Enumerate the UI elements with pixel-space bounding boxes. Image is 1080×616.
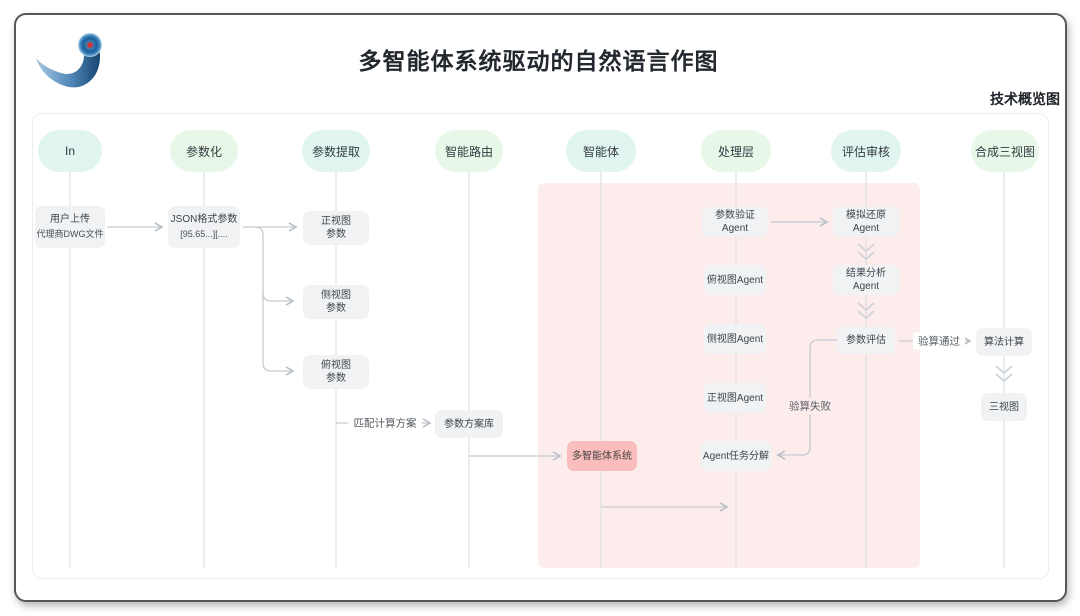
node-top-view-agent: 俯视图Agent xyxy=(704,265,766,295)
node-label: 参数 xyxy=(326,373,346,384)
node-sublabel: [95.65...][.... xyxy=(180,229,228,239)
lane-pill-in: In xyxy=(38,130,102,172)
node-param-scheme-lib: 参数方案库 xyxy=(435,410,503,438)
lane-pill-param-extract: 参数提取 xyxy=(302,130,370,172)
node-label: 用户上传 xyxy=(50,214,90,225)
page-title: 多智能体系统驱动的自然语言作图 xyxy=(358,48,719,74)
node-label: 参数验证Agent xyxy=(715,210,755,234)
lane-pill-process-layer: 处理层 xyxy=(701,130,771,172)
logo-swoosh xyxy=(36,49,100,88)
node-label: 俯视图Agent xyxy=(706,274,764,286)
node-label: 正视图Agent xyxy=(706,392,764,404)
lane-label: 参数提取 xyxy=(311,144,360,159)
brand-logo xyxy=(36,33,102,88)
node-label: 算法计算 xyxy=(984,336,1024,348)
node-multi-agent-system: 多智能体系统 xyxy=(567,441,637,471)
lane-label: 合成三视图 xyxy=(974,144,1035,159)
logo-eye xyxy=(78,33,102,57)
node-label: 参数评估 xyxy=(846,335,886,346)
edge-label-verify-fail: 验算失败 xyxy=(784,397,836,415)
node-label: 侧视图Agent xyxy=(706,333,764,345)
node-param-eval: 参数评估 xyxy=(837,327,895,354)
node-label: 结果分析Agent xyxy=(846,268,886,292)
node-user-upload: 用户上传 代理商DWG文件 xyxy=(35,206,105,248)
agent-highlight-region xyxy=(538,183,920,568)
node-sublabel: 代理商DWG文件 xyxy=(36,229,104,239)
node-side-view-agent: 侧视图Agent xyxy=(704,324,766,354)
node-algo-calc: 算法计算 xyxy=(976,328,1032,356)
node-label: 多智能体系统 xyxy=(572,450,632,462)
node-label: 参数 xyxy=(326,303,346,314)
lane-pill-parameterize: 参数化 xyxy=(170,130,238,172)
node-label: 正视图 xyxy=(321,216,351,227)
lane-pill-eval-review: 评估审核 xyxy=(831,130,901,172)
node-sim-restore-agent: 模拟还原Agent xyxy=(833,207,899,237)
node-label: 俯视图 xyxy=(321,360,351,371)
node-result-analysis-agent: 结果分析Agent xyxy=(833,265,899,295)
lane-label: 智能路由 xyxy=(444,144,493,159)
lane-label: 参数化 xyxy=(185,144,222,159)
node-three-view: 三视图 xyxy=(981,393,1027,421)
edge-label-verify-pass: 验算通过 xyxy=(913,332,965,350)
node-front-view-agent: 正视图Agent xyxy=(704,383,766,413)
node-label: Agent任务分解 xyxy=(702,450,770,462)
lane-pill-agent: 智能体 xyxy=(566,130,636,172)
node-top-view-params: 俯视图 参数 xyxy=(303,355,369,389)
node-agent-task-decompose: Agent任务分解 xyxy=(701,441,771,471)
node-json-params: JSON格式参数 [95.65...][.... xyxy=(168,206,240,248)
node-label: 侧视图 xyxy=(321,290,351,301)
edge-label-match-calc: 匹配计算方案 xyxy=(348,414,422,432)
node-label: 模拟还原Agent xyxy=(846,210,886,234)
node-label: 三视图 xyxy=(989,401,1019,413)
lane-label: 智能体 xyxy=(582,144,619,159)
lane-label: 评估审核 xyxy=(841,144,890,159)
lane-label: 处理层 xyxy=(717,144,754,159)
node-front-view-params: 正视图 参数 xyxy=(303,211,369,245)
corner-label: 技术概览图 xyxy=(990,91,1060,107)
lane-pill-smart-route: 智能路由 xyxy=(435,130,503,172)
lane-pill-three-view: 合成三视图 xyxy=(971,130,1039,172)
node-label: 参数方案库 xyxy=(444,418,494,430)
node-param-verify-agent: 参数验证Agent xyxy=(702,207,768,237)
node-label: 参数 xyxy=(326,229,346,240)
lane-label: In xyxy=(64,144,75,158)
node-label: JSON格式参数 xyxy=(170,214,238,225)
node-side-view-params: 侧视图 参数 xyxy=(303,285,369,319)
